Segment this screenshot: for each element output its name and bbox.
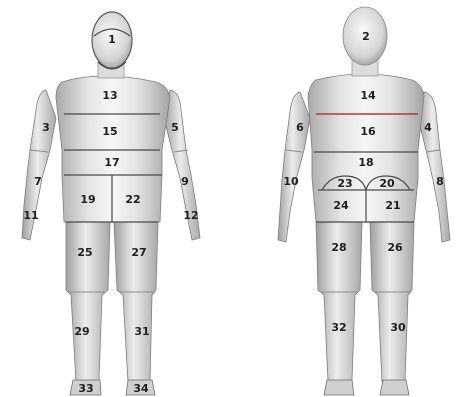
zone-label-32: 32 <box>331 321 346 334</box>
zone-label-5: 5 <box>171 121 179 134</box>
zone-label-26: 26 <box>387 241 403 254</box>
zone-label-14: 14 <box>360 89 376 102</box>
back-right-arm <box>418 92 450 242</box>
zone-label-23: 23 <box>337 177 352 190</box>
zone-label-2: 2 <box>362 30 370 43</box>
zone-label-24: 24 <box>333 199 349 212</box>
zone-label-31: 31 <box>134 325 149 338</box>
zone-label-22: 22 <box>125 193 140 206</box>
zone-label-8: 8 <box>436 175 444 188</box>
zone-label-28: 28 <box>331 241 346 254</box>
zone-label-4: 4 <box>424 121 432 134</box>
zone-label-3: 3 <box>42 121 50 134</box>
back-right-foot <box>380 380 409 395</box>
zone-label-18: 18 <box>358 156 373 169</box>
zone-label-21: 21 <box>385 199 400 212</box>
front-figure <box>22 12 200 395</box>
back-figure <box>278 7 450 395</box>
zone-label-25: 25 <box>77 246 92 259</box>
back-left-foot <box>324 380 354 395</box>
zone-label-13: 13 <box>102 89 117 102</box>
back-left-arm <box>278 92 310 242</box>
zone-label-34: 34 <box>133 382 149 395</box>
zone-label-16: 16 <box>360 125 376 138</box>
zone-label-33: 33 <box>78 382 93 395</box>
zone-label-10: 10 <box>283 175 299 188</box>
zone-label-15: 15 <box>102 125 117 138</box>
zone-label-20: 20 <box>379 177 395 190</box>
zone-label-11: 11 <box>23 209 38 222</box>
zone-label-30: 30 <box>390 321 406 334</box>
zone-label-12: 12 <box>183 209 198 222</box>
zone-label-17: 17 <box>104 156 119 169</box>
zone-label-7: 7 <box>34 175 42 188</box>
zone-label-27: 27 <box>131 246 146 259</box>
zone-label-29: 29 <box>74 325 89 338</box>
zone-label-19: 19 <box>80 193 95 206</box>
zone-label-1: 1 <box>108 33 116 46</box>
zone-label-6: 6 <box>296 121 304 134</box>
zone-label-9: 9 <box>181 175 189 188</box>
